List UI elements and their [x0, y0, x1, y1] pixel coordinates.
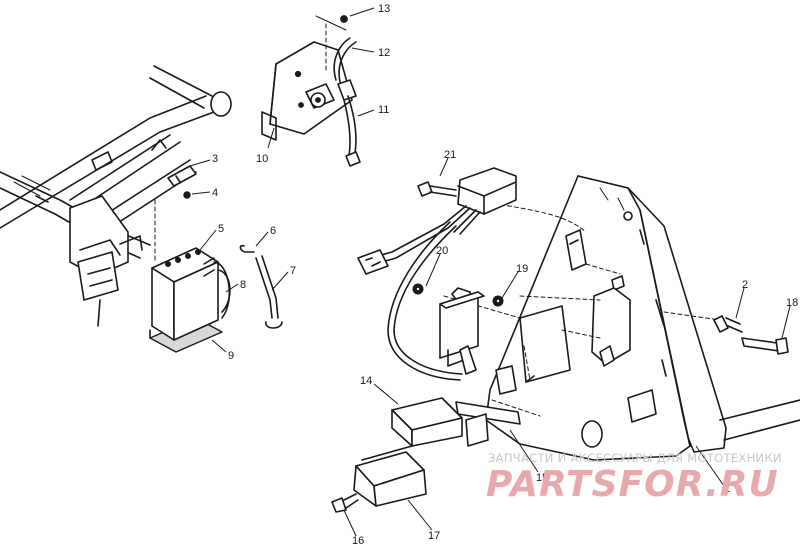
voltage-regulator	[357, 167, 517, 381]
watermark-tagline: ЗАПЧАСТИ И АКСЕССУАРЫ ДЛЯ МОТОТЕХНИКИ	[488, 451, 782, 465]
callout-6: 6	[270, 225, 276, 237]
callout-2: 2	[742, 279, 748, 291]
mounting-plate-1	[443, 175, 800, 461]
callout-14: 14	[360, 375, 372, 387]
callout-10: 10	[256, 153, 268, 165]
watermark-brand: PARTSFOR.RU	[486, 464, 779, 505]
callout-21: 21	[444, 149, 456, 161]
frame-assembly	[0, 65, 232, 327]
callout-20: 20	[436, 245, 448, 257]
callout-8: 8	[240, 279, 246, 291]
callout-numbers: 13 12 11 10 3 4 5 6 7 8 9 21 20 19 2 18 …	[212, 3, 798, 544]
callout-19: 19	[516, 263, 528, 275]
callout-12: 12	[378, 47, 390, 59]
callout-18: 18	[786, 297, 798, 309]
callout-1: 1	[724, 483, 730, 495]
callout-16: 16	[352, 535, 364, 544]
callout-9: 9	[228, 350, 234, 362]
callout-4: 4	[212, 187, 218, 199]
watermark: ЗАПЧАСТИ И АКСЕССУАРЫ ДЛЯ МОТОТЕХНИКИ PA…	[486, 451, 782, 505]
callout-11: 11	[378, 104, 389, 116]
battery-assembly	[149, 199, 231, 353]
solenoid-bracket	[261, 15, 361, 167]
callout-15: 15	[536, 472, 548, 484]
callout-17: 17	[428, 530, 440, 542]
bolt-3	[167, 165, 197, 199]
callout-5: 5	[218, 223, 224, 235]
battery-cable	[239, 244, 283, 329]
ignition-coil	[412, 283, 504, 375]
callout-13: 13	[378, 3, 390, 15]
bolts-2-18	[713, 315, 789, 355]
callout-3: 3	[212, 153, 218, 165]
leader-lines	[189, 7, 791, 537]
cdi-module	[331, 397, 521, 513]
callout-7: 7	[290, 265, 296, 277]
